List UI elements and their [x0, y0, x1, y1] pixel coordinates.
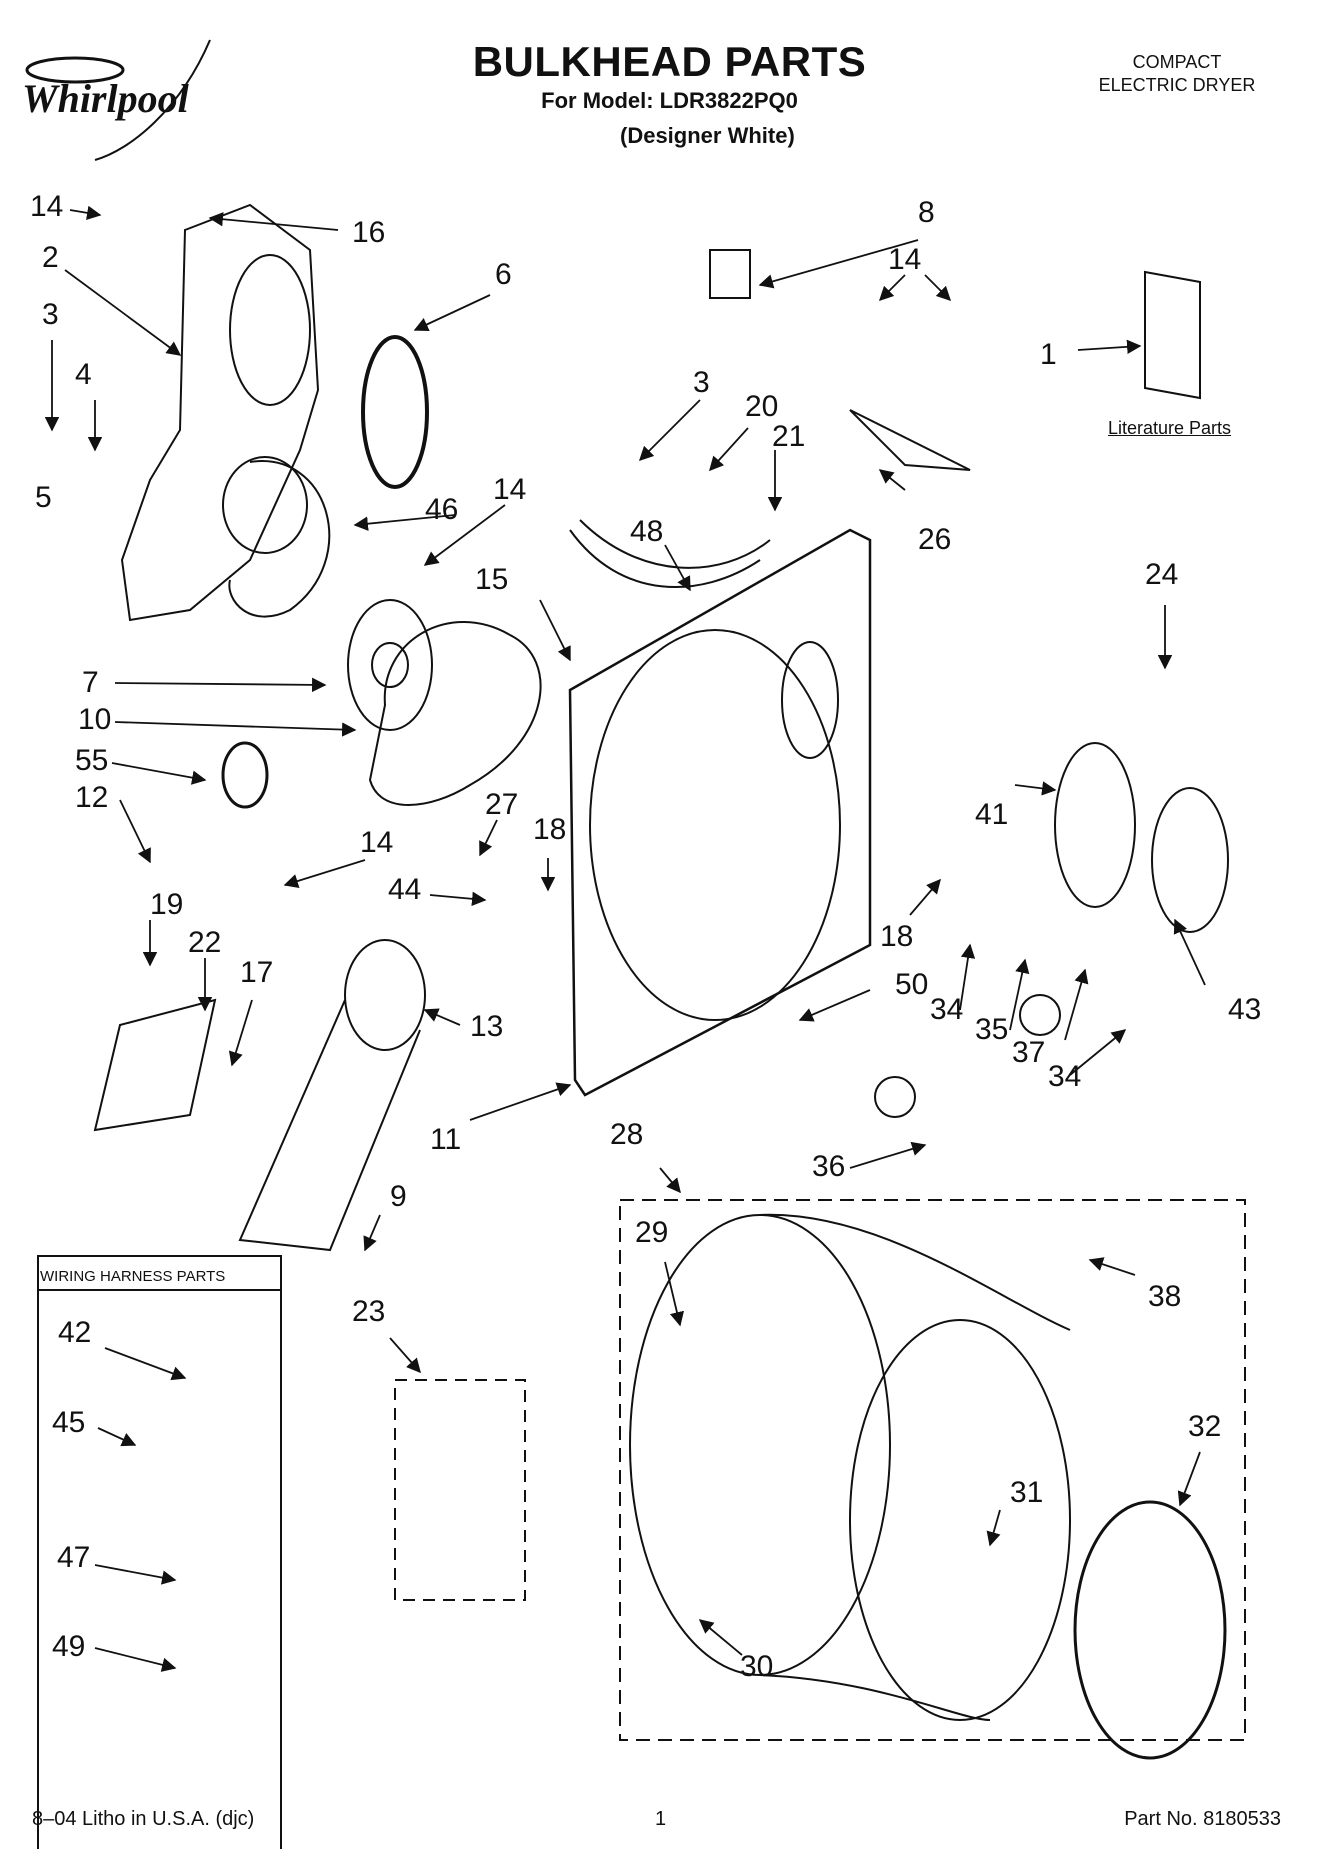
callout-43: 43 — [1228, 993, 1262, 1026]
callout-21: 21 — [772, 420, 806, 453]
callout-3: 3 — [693, 366, 710, 399]
callout-47: 47 — [57, 1541, 91, 1574]
footer-litho: 8–04 Litho in U.S.A. (djc) — [32, 1808, 255, 1830]
callout-41: 41 — [975, 798, 1009, 831]
callout-8: 8 — [918, 196, 935, 229]
callout-19: 19 — [150, 888, 184, 921]
part-number: Part No. 8180533 — [1124, 1808, 1281, 1830]
callout-14: 14 — [888, 243, 922, 276]
callout-31: 31 — [1010, 1476, 1044, 1509]
callout-49: 49 — [52, 1630, 86, 1663]
page-title: BULKHEAD PARTS — [472, 38, 867, 85]
model-line: For Model: LDR3822PQ0 — [541, 88, 798, 113]
callout-37: 37 — [1012, 1036, 1046, 1069]
callout-22: 22 — [188, 926, 222, 959]
product-type-line-1: COMPACT — [1132, 52, 1222, 72]
callout-23: 23 — [352, 1295, 386, 1328]
callout-32: 32 — [1188, 1410, 1222, 1443]
callout-26: 26 — [918, 523, 952, 556]
callout-55: 55 — [75, 744, 109, 777]
callout-34: 34 — [1048, 1060, 1082, 1093]
whirlpool-logo: Whirlpool — [22, 76, 189, 121]
callout-24: 24 — [1145, 558, 1179, 591]
callout-38: 38 — [1148, 1280, 1182, 1313]
callout-11: 11 — [430, 1123, 462, 1156]
callout-5: 5 — [35, 481, 52, 514]
callout-14: 14 — [493, 473, 527, 506]
literature-parts-label: Literature Parts — [1108, 418, 1232, 438]
callout-14: 14 — [30, 190, 64, 223]
callout-2: 2 — [42, 241, 59, 274]
callout-44: 44 — [388, 873, 422, 906]
callout-7: 7 — [82, 666, 99, 699]
callout-13: 13 — [470, 1010, 504, 1043]
callout-3: 3 — [42, 298, 59, 331]
callout-48: 48 — [630, 515, 664, 548]
callout-6: 6 — [495, 258, 512, 291]
callout-30: 30 — [740, 1650, 774, 1683]
callout-12: 12 — [75, 781, 109, 814]
callout-15: 15 — [475, 563, 509, 596]
callout-45: 45 — [52, 1406, 86, 1439]
callout-14: 14 — [360, 826, 394, 859]
callout-46: 46 — [425, 493, 459, 526]
callout-20: 20 — [745, 390, 779, 423]
product-type-line-2: ELECTRIC DRYER — [1098, 75, 1256, 95]
callout-17: 17 — [240, 956, 274, 989]
callout-29: 29 — [635, 1216, 669, 1249]
callout-18: 18 — [533, 813, 567, 846]
callout-28: 28 — [610, 1118, 644, 1151]
wiring-harness-title: WIRING HARNESS PARTS — [40, 1268, 226, 1285]
callout-10: 10 — [78, 703, 112, 736]
callout-1: 1 — [1040, 338, 1057, 371]
callout-50: 50 — [895, 968, 929, 1001]
callout-42: 42 — [58, 1316, 92, 1349]
callout-27: 27 — [485, 788, 519, 821]
callout-35: 35 — [975, 1013, 1009, 1046]
callout-34: 34 — [930, 993, 964, 1026]
callout-16: 16 — [352, 216, 386, 249]
variant-label: (Designer White) — [620, 123, 795, 148]
callout-36: 36 — [812, 1150, 846, 1183]
callout-9: 9 — [390, 1180, 407, 1213]
page-number: 1 — [655, 1808, 667, 1830]
callout-18: 18 — [880, 920, 914, 953]
callout-4: 4 — [75, 358, 92, 391]
